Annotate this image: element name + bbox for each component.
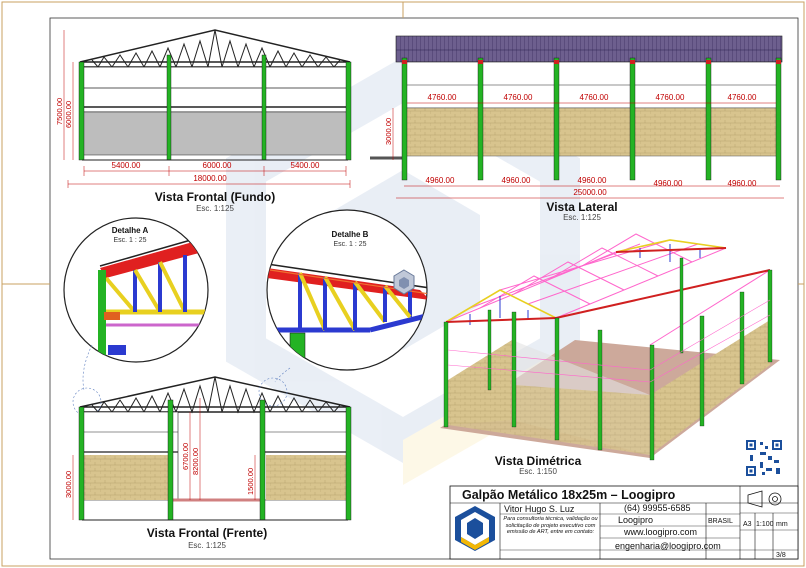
phone-number: (64) 99955-6585: [624, 503, 691, 513]
detail-a: Detalhe A Esc. 1 : 25: [63, 217, 209, 391]
projection-symbol-icon: [747, 490, 782, 508]
title-block: Galpão Metálico 18x25m – Loogipro Vitor …: [449, 485, 799, 560]
detail-a-scale: Esc. 1 : 25: [113, 237, 146, 244]
front-back-title: Vista Frontal (Fundo): [155, 190, 275, 204]
sheet-size: A3: [743, 521, 752, 528]
front-wall-height: 3000.00: [64, 471, 73, 498]
front-door-h2: 8200.00: [191, 448, 200, 475]
dimetric-scale: Esc. 1:150: [519, 467, 557, 476]
sheet-number: 3/8: [776, 552, 786, 559]
front-door-h1: 6700.00: [181, 443, 190, 470]
website-link[interactable]: www.loogipro.com: [623, 527, 697, 537]
company-name: Loogipro: [618, 515, 653, 525]
lat-top-2: 4760.00: [504, 93, 533, 102]
dimetric-title: Vista Dimétrica: [495, 454, 582, 468]
back-height-eave: 6000.00: [64, 101, 73, 128]
front-side-h: 1500.00: [246, 468, 255, 495]
back-total-width: 18000.00: [193, 174, 227, 183]
consult-note: Para consultoria técnica, validação ou s…: [503, 516, 598, 536]
front-back-view: 5400.00 6000.00 5400.00 18000.00 7500.00…: [55, 29, 352, 213]
detail-b-logo-icon: [393, 269, 415, 295]
sheet-scale: 1:100: [756, 521, 774, 528]
lat-bot-1: 4960.00: [426, 176, 455, 185]
lat-bot-4: 4960.00: [654, 179, 683, 188]
lateral-view: 4760.00 4760.00 4760.00 4760.00 4760.00 …: [370, 35, 784, 222]
lat-bot-3: 4960.00: [578, 176, 607, 185]
dimetric-view: Vista Dimétrica Esc. 1:150: [440, 233, 780, 476]
lateral-title: Vista Lateral: [546, 200, 617, 214]
detail-b-scale: Esc. 1 : 25: [333, 241, 366, 248]
front-front-title: Vista Frontal (Frente): [147, 526, 267, 540]
lat-top-1: 4760.00: [428, 93, 457, 102]
lateral-scale: Esc. 1:125: [563, 213, 601, 222]
author-name: Vitor Hugo S. Luz: [504, 504, 575, 514]
lateral-total: 25000.00: [573, 188, 607, 197]
back-height-total: 7500.00: [55, 98, 64, 125]
detail-b-title: Detalhe B: [332, 230, 369, 239]
front-front-scale: Esc. 1:125: [188, 541, 226, 550]
lat-bot-2: 4960.00: [502, 176, 531, 185]
back-span-1: 5400.00: [112, 161, 141, 170]
country: BRASIL: [708, 518, 733, 525]
detail-a-title: Detalhe A: [112, 226, 149, 235]
back-span-3: 5400.00: [291, 161, 320, 170]
inner-border: [49, 17, 799, 560]
lateral-wall-height: 3000.00: [384, 118, 393, 145]
lat-bot-5: 4960.00: [728, 179, 757, 188]
lat-top-3: 4760.00: [580, 93, 609, 102]
front-front-view: 3000.00 6700.00 8200.00 1500.00 Vista Fr…: [64, 376, 352, 550]
loogipro-logo: [455, 506, 495, 551]
lat-top-4: 4760.00: [656, 93, 685, 102]
project-title: Galpão Metálico 18x25m – Loogipro: [462, 488, 676, 502]
sheet-unit: mm: [776, 521, 788, 528]
back-span-2: 6000.00: [203, 161, 232, 170]
lat-top-5: 4760.00: [728, 93, 757, 102]
qr-code-icon: [746, 440, 782, 476]
detail-b: Detalhe B Esc. 1 : 25: [266, 209, 428, 383]
email-link[interactable]: engenharia@loogipro.com: [615, 541, 721, 551]
front-back-scale: Esc. 1:125: [196, 204, 234, 213]
